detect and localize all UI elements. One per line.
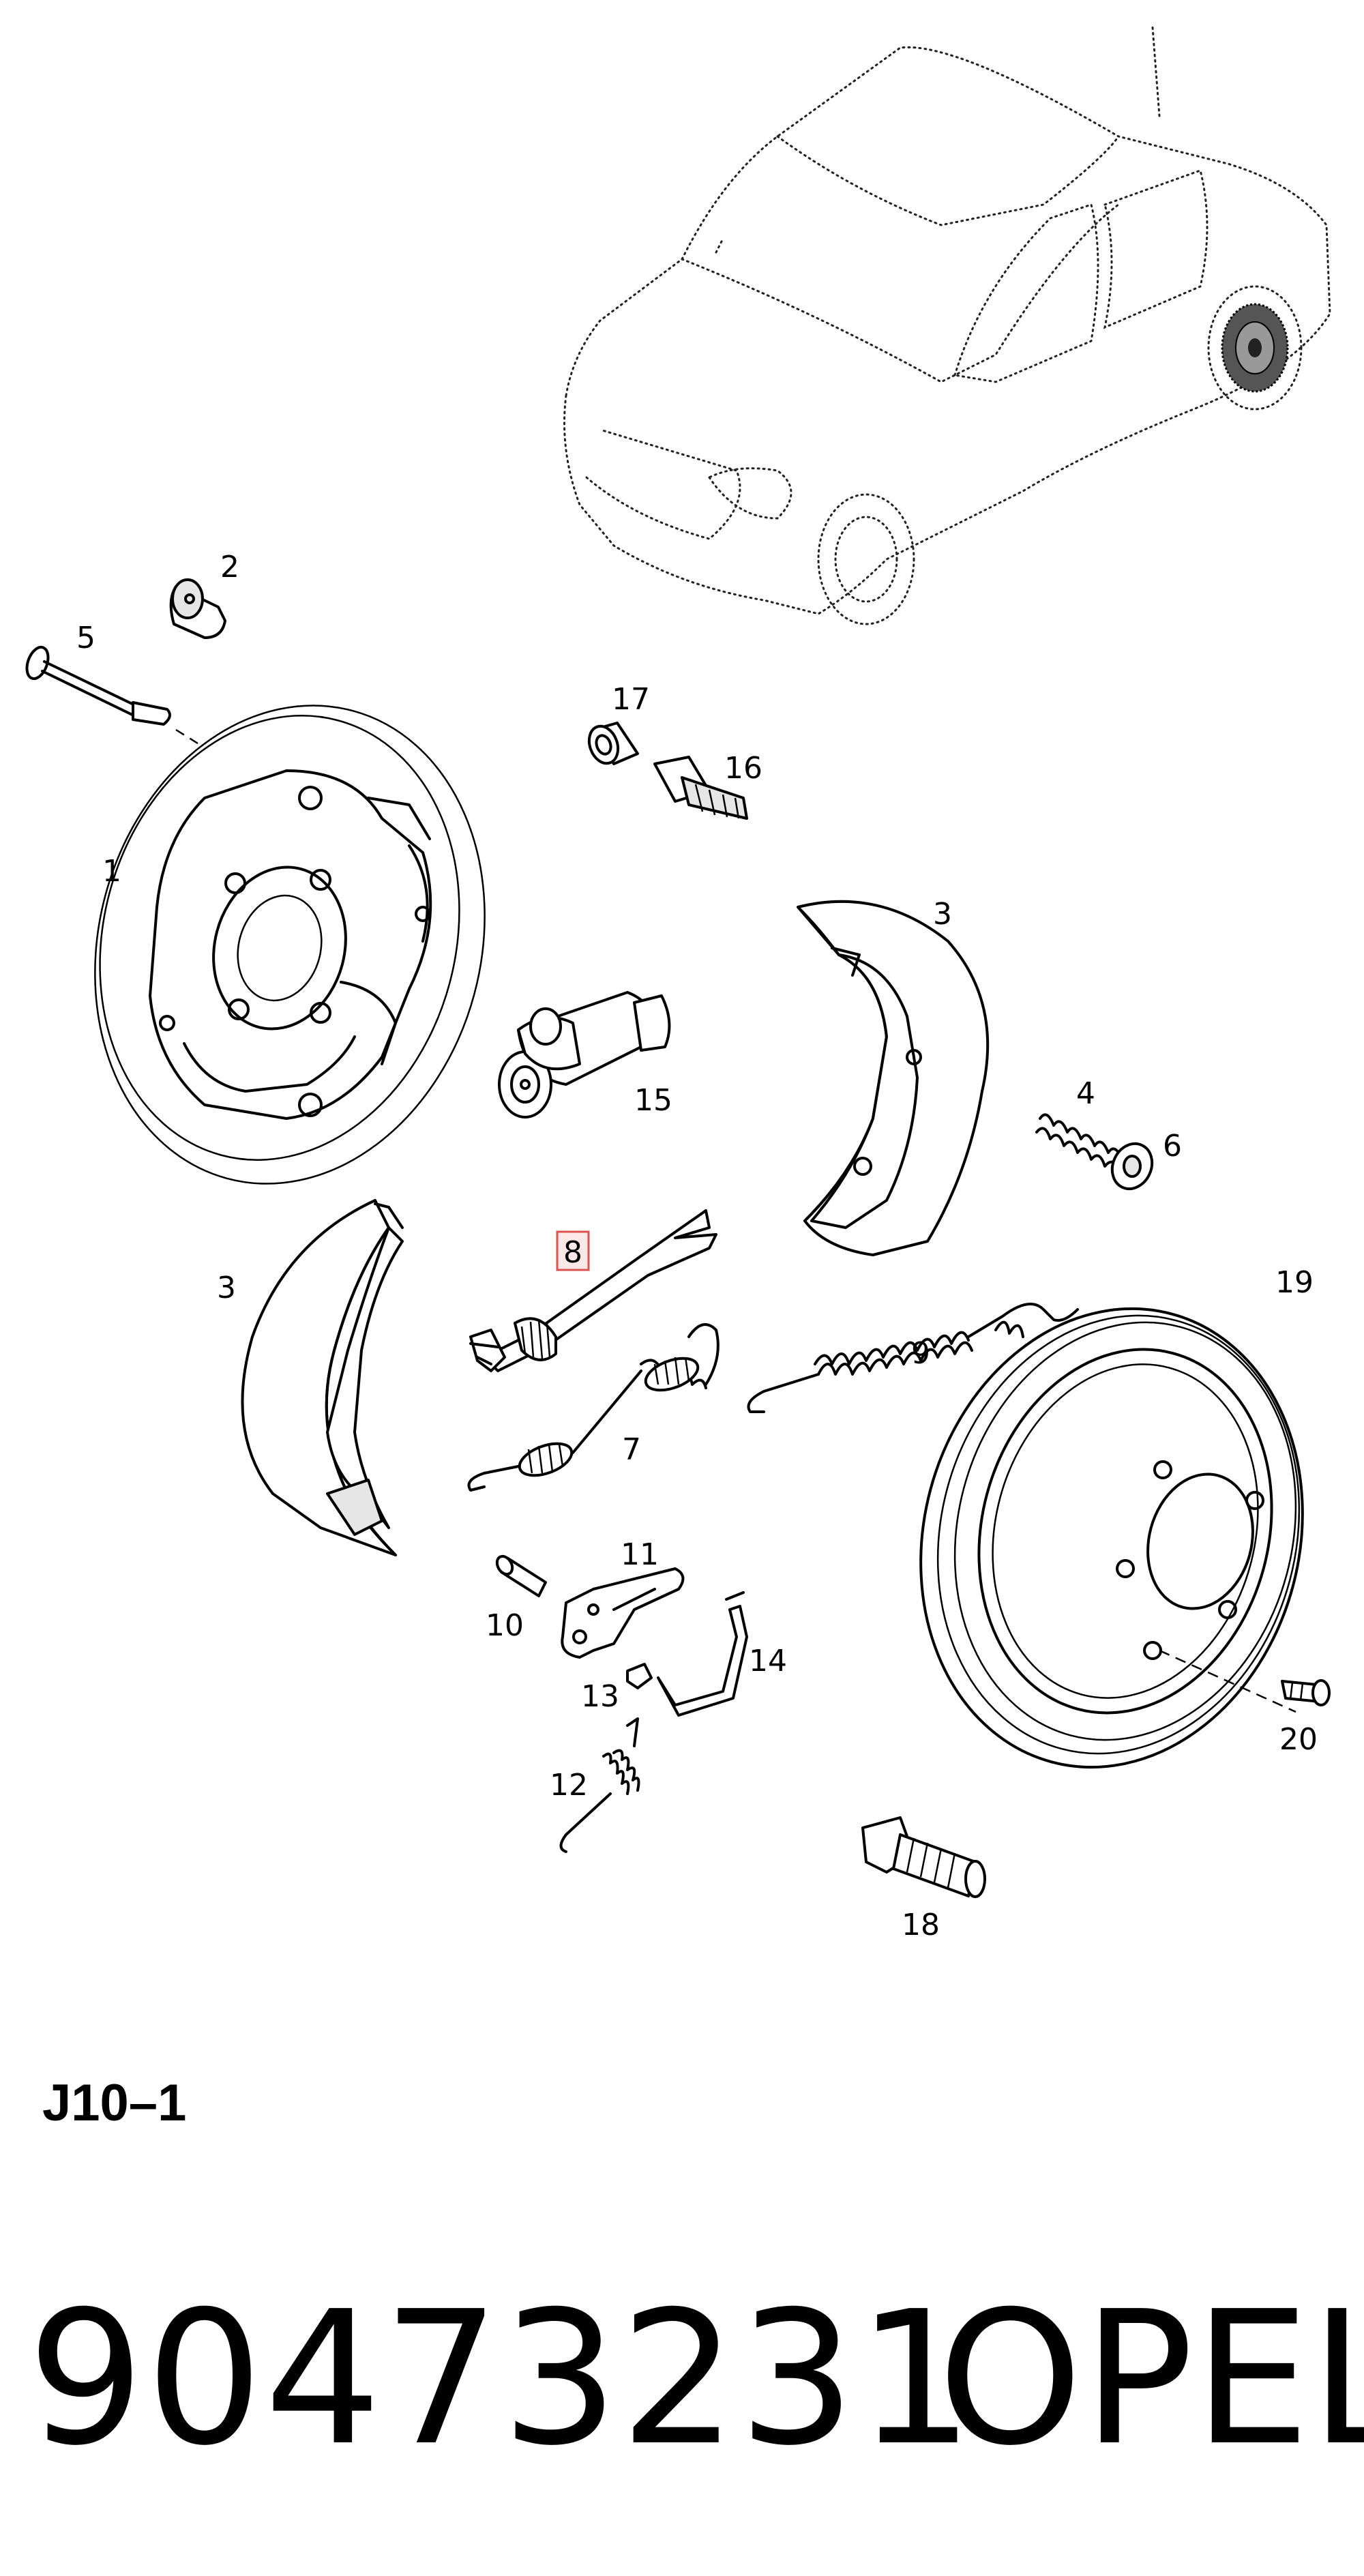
part-11-lever bbox=[561, 1567, 685, 1659]
part-16-bleeder-screw bbox=[653, 756, 748, 820]
callout-1: 1 bbox=[102, 854, 121, 889]
callout-15: 15 bbox=[634, 1083, 672, 1118]
callout-7: 7 bbox=[622, 1432, 641, 1467]
callout-19: 19 bbox=[1275, 1265, 1314, 1300]
callout-11: 11 bbox=[621, 1537, 659, 1572]
rear-wheel-highlight bbox=[1221, 303, 1289, 393]
callout-labels: 1 2 3 3 4 5 6 7 8 9 10 11 12 13 14 15 16… bbox=[76, 550, 1318, 1942]
part-5-pin bbox=[25, 645, 198, 745]
part-number: 90473231 bbox=[27, 2271, 976, 2486]
part-15-wheel-cylinder bbox=[498, 991, 671, 1119]
part-1-backing-plate bbox=[94, 705, 486, 1185]
car-illustration bbox=[563, 26, 1331, 625]
part-3-brake-shoe-upper bbox=[797, 900, 990, 1256]
part-20-screw bbox=[1281, 1679, 1331, 1706]
callout-10: 10 bbox=[486, 1608, 524, 1643]
part-12-spring bbox=[559, 1717, 640, 1853]
diagram-page-code: J10–1 bbox=[42, 2074, 187, 2132]
part-10-pin bbox=[495, 1554, 547, 1597]
callout-6: 6 bbox=[1163, 1129, 1182, 1164]
part-8-adjuster bbox=[469, 1209, 717, 1372]
part-14-rod bbox=[657, 1591, 748, 1717]
part-4-spring bbox=[1035, 1113, 1123, 1171]
part-17-bushing bbox=[587, 722, 639, 765]
callout-2: 2 bbox=[220, 550, 239, 584]
callout-16: 16 bbox=[724, 751, 762, 786]
callout-12: 12 bbox=[550, 1768, 588, 1803]
part-6-retainer bbox=[1110, 1142, 1154, 1191]
callout-5: 5 bbox=[76, 621, 95, 655]
callout-8-highlighted: 8 bbox=[556, 1230, 590, 1271]
part-13-clip bbox=[626, 1663, 653, 1689]
callout-8: 8 bbox=[563, 1235, 582, 1270]
callout-17: 17 bbox=[612, 682, 650, 717]
callout-18: 18 bbox=[902, 1908, 940, 1942]
part-18-bolt bbox=[861, 1816, 986, 1898]
callout-20: 20 bbox=[1279, 1722, 1318, 1757]
callout-13: 13 bbox=[581, 1679, 619, 1714]
part-7-spring bbox=[467, 1323, 720, 1492]
callout-9: 9 bbox=[911, 1336, 930, 1371]
callout-3-lower: 3 bbox=[217, 1271, 236, 1305]
part-9-spring bbox=[747, 1303, 1079, 1413]
brand-name: OPEL bbox=[938, 2271, 1364, 2486]
callout-4: 4 bbox=[1076, 1076, 1095, 1111]
callout-14: 14 bbox=[749, 1644, 787, 1678]
part-3-brake-shoe-lower bbox=[241, 1199, 404, 1556]
part-2-cap bbox=[169, 578, 226, 639]
part-19-brake-drum bbox=[919, 1307, 1304, 1769]
callout-3-upper: 3 bbox=[933, 897, 952, 932]
